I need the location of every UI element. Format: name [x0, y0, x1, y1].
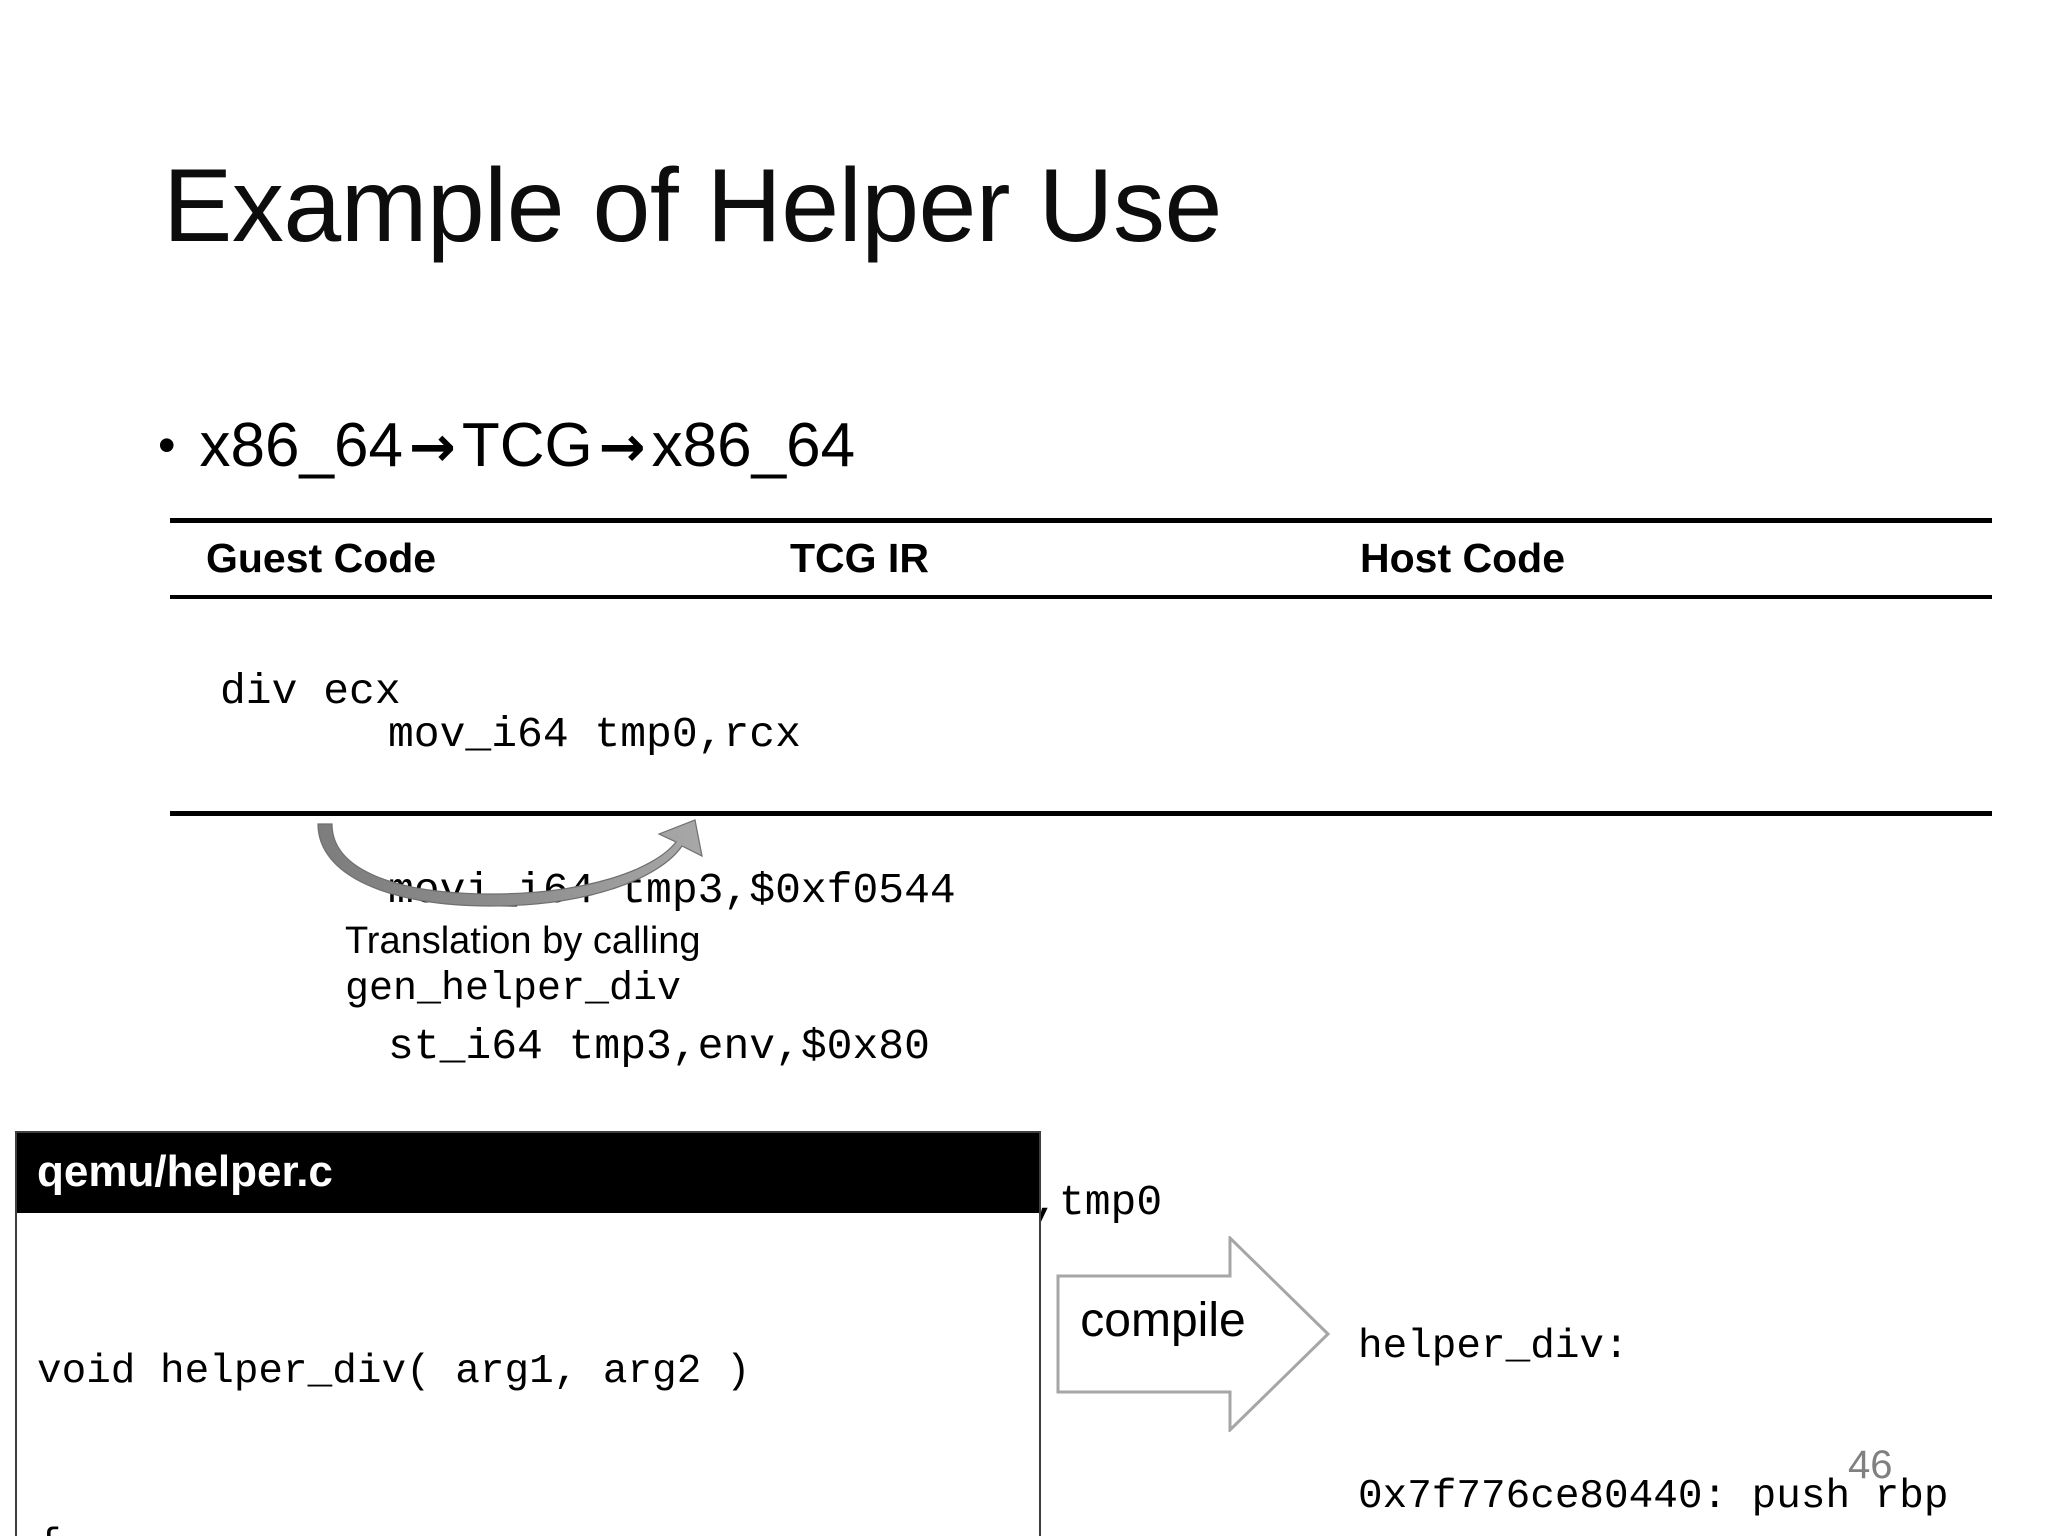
translation-note-line1: Translation by calling: [345, 920, 701, 962]
tcg-ir-line-1: mov_i64 tmp0,rcx: [388, 710, 801, 759]
column-header-host-code: Host Code: [1360, 535, 1565, 581]
code-box-filename-header: qemu/helper.c: [17, 1133, 1039, 1213]
table-row: div ecx mov_i64 tmp0,rcx movi_i64 tmp3,$…: [170, 599, 1992, 1227]
code-line-2: {: [37, 1517, 1031, 1536]
bullet-source-arch: x86_64: [199, 411, 403, 480]
host-asm-line-2: 0x7f776ce80440: push rbp: [1358, 1474, 1949, 1520]
table-top-rule: [170, 518, 1992, 523]
translation-table: Guest Code TCG IR Host Code div ecx mov_…: [170, 518, 1992, 1227]
bullet-target-arch: x86_64: [651, 411, 856, 480]
compile-arrow-label: compile: [1080, 1294, 1246, 1347]
column-header-tcg-ir: TCG IR: [790, 535, 929, 581]
table-bottom-rule: [170, 811, 1992, 816]
bullet-item: • x86_64→TCG→x86_64: [158, 410, 855, 481]
tcg-ir-line-2: movi_i64 tmp3,$0xf0544: [388, 866, 956, 915]
bullet-ir-name: TCG: [461, 411, 593, 480]
table-header-rule: [170, 595, 1992, 599]
host-asm-line-1: helper_div:: [1358, 1324, 1629, 1370]
translation-note: Translation by calling gen_helper_div: [345, 918, 945, 1016]
column-header-guest-code: Guest Code: [206, 535, 437, 581]
page-title: Example of Helper Use: [163, 148, 1222, 264]
bullet-marker-icon: •: [158, 417, 176, 473]
translation-note-function-name: gen_helper_div: [345, 967, 682, 1012]
compile-arrow-icon: [1056, 1234, 1336, 1434]
slide-number: 46: [1848, 1443, 1893, 1487]
host-assembly-output: helper_div: 0x7f776ce80440: push rbp 0x7…: [1358, 1222, 2047, 1536]
code-line-1: void helper_div( arg1, arg2 ): [37, 1349, 751, 1395]
curved-translation-arrow-icon: [310, 818, 740, 914]
bullet-text: x86_64→TCG→x86_64: [200, 410, 856, 481]
tcg-ir-line-3: st_i64 tmp3,env,$0x80: [388, 1022, 930, 1071]
code-box-body: void helper_div( arg1, arg2 ) { // Do th…: [17, 1213, 1039, 1536]
right-arrow-icon: →: [408, 415, 456, 480]
source-code-box: qemu/helper.c void helper_div( arg1, arg…: [15, 1131, 1041, 1536]
table-header-row: Guest Code TCG IR Host Code: [170, 523, 1992, 595]
cell-guest-code: div ecx: [220, 667, 401, 716]
right-arrow-icon-2: →: [598, 415, 646, 480]
